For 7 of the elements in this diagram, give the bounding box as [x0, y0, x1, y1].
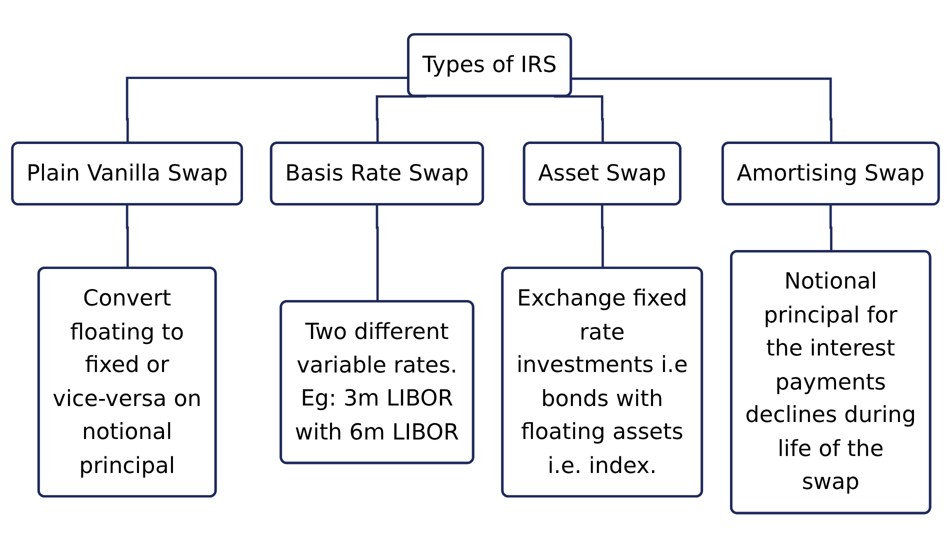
connector: [126, 77, 409, 144]
connector: [126, 204, 129, 269]
connector: [376, 204, 379, 302]
connector: [600, 204, 604, 269]
connector: [829, 204, 832, 252]
connector: [571, 78, 832, 144]
hierarchy-diagram: Types of IRS Plain Vanilla Swap Basis Rate Swap Asset Swap Amortising Swap Convert floating to fixed or vice-versa on notional principal Two different variable rates. Eg: 3m LIBOR with 6m LIBOR Exchange fixed rate investments i.e bonds with floating assets i.e. index. Notional principal for the interest payments declines during life of the swap: [3, 25, 948, 523]
